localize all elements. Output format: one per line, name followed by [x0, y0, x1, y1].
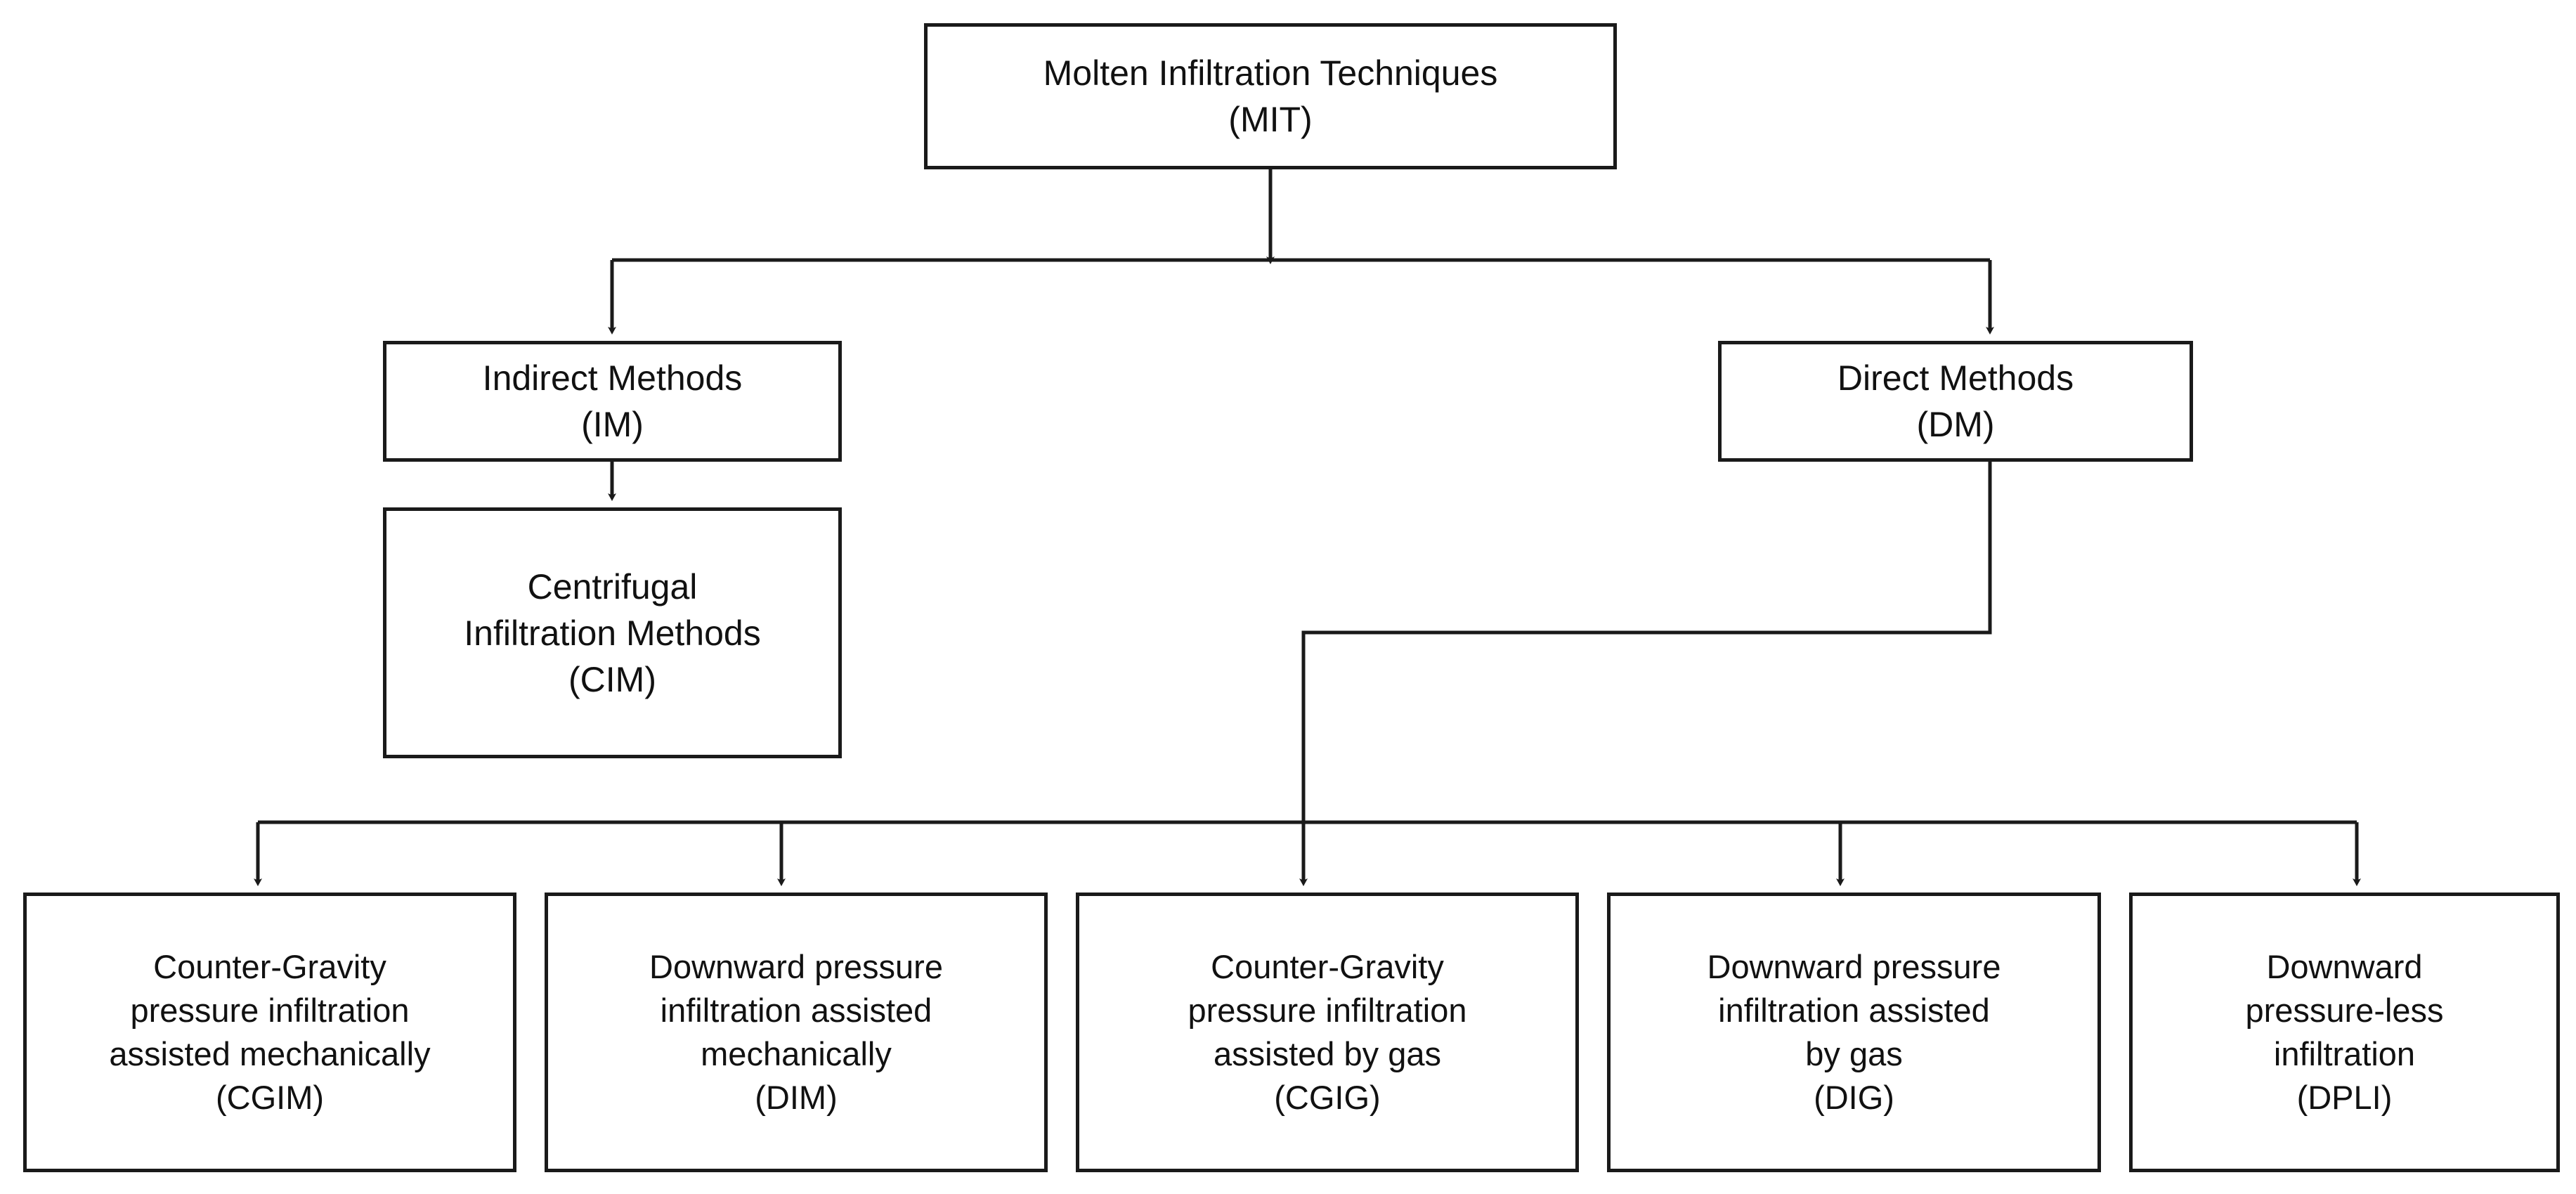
- node-label-line: Direct Methods: [1837, 358, 2074, 398]
- node-label-line: Downward: [2266, 947, 2423, 985]
- node-label-line: pressure infiltration: [130, 991, 410, 1029]
- node-label-line: Infiltration Methods: [464, 613, 761, 653]
- node-label-line: Downward pressure: [649, 947, 943, 985]
- node-abbr-line: (DIM): [755, 1079, 838, 1117]
- node-abbr-line: (CGIM): [215, 1079, 324, 1117]
- node-label-line: assisted by gas: [1214, 1035, 1441, 1072]
- node-abbr-line: (DM): [1916, 405, 1995, 444]
- edge-dm-riser: [1301, 462, 1992, 822]
- node-label-line: Downward pressure: [1707, 947, 2001, 985]
- node-label-line: Centrifugal: [527, 566, 698, 606]
- node-downward-pressure-less-infiltration[interactable]: Downward pressure-less infiltration (DPL…: [2129, 893, 2560, 1172]
- node-direct-methods[interactable]: Direct Methods (DM): [1718, 341, 2193, 462]
- node-label-line: pressure infiltration: [1188, 991, 1467, 1029]
- node-label-line: infiltration assisted: [1718, 991, 1990, 1029]
- node-label-line: infiltration: [2273, 1035, 2416, 1072]
- node-centrifugal-infiltration-methods[interactable]: Centrifugal Infiltration Methods (CIM): [383, 507, 842, 758]
- node-indirect-methods[interactable]: Indirect Methods (IM): [383, 341, 842, 462]
- node-abbr-line: (CIM): [568, 659, 656, 699]
- node-label-line: assisted mechanically: [109, 1035, 431, 1072]
- node-downward-pressure-infiltration-assisted-mechanically[interactable]: Downward pressure infiltration assisted …: [545, 893, 1048, 1172]
- node-label-line: Indirect Methods: [482, 358, 743, 398]
- node-counter-gravity-pressure-infiltration-assisted-by-gas[interactable]: Counter-Gravity pressure infiltration as…: [1076, 893, 1579, 1172]
- node-abbr-line: (IM): [581, 405, 644, 444]
- node-label-line: mechanically: [701, 1035, 892, 1072]
- node-molten-infiltration-techniques[interactable]: Molten Infiltration Techniques (MIT): [924, 23, 1617, 169]
- node-label-line: Molten Infiltration Techniques: [1043, 53, 1498, 93]
- node-abbr-line: (MIT): [1228, 100, 1313, 139]
- node-abbr-line: (CGIG): [1274, 1079, 1381, 1117]
- node-label-line: Counter-Gravity: [153, 947, 386, 985]
- node-abbr-line: (DIG): [1814, 1079, 1894, 1117]
- node-downward-pressure-infiltration-assisted-by-gas[interactable]: Downward pressure infiltration assisted …: [1607, 893, 2101, 1172]
- node-label-line: Counter-Gravity: [1211, 947, 1444, 985]
- node-counter-gravity-pressure-infiltration-assisted-mechanically[interactable]: Counter-Gravity pressure infiltration as…: [23, 893, 516, 1172]
- node-label-line: by gas: [1805, 1035, 1903, 1072]
- node-label-line: infiltration assisted: [660, 991, 932, 1029]
- node-label-line: pressure-less: [2245, 991, 2444, 1029]
- node-abbr-line: (DPLI): [2296, 1079, 2393, 1117]
